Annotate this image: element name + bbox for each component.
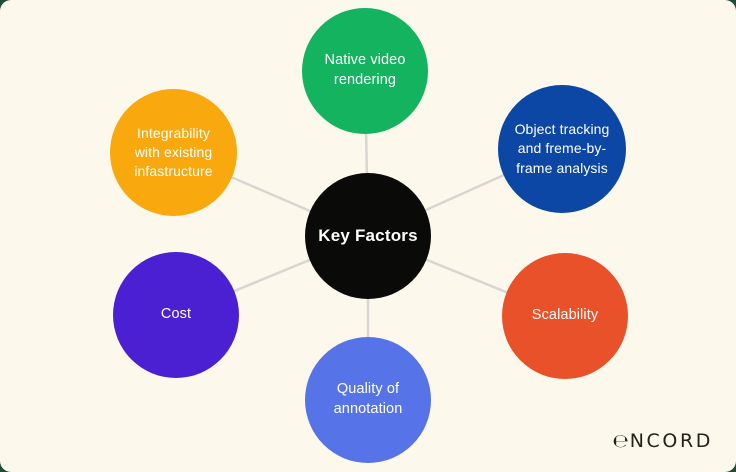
node-scalability: Scalability [502,253,628,379]
center-label: Key Factors [318,226,418,246]
node-label: Cost [160,306,192,323]
encord-logo: ℮NCORD [612,430,713,451]
node-native-video-rendering: Native video rendering [302,8,428,134]
node-label: Scalability [531,307,599,324]
node-label: Object tracking and freme-by- frame anal… [514,121,610,176]
node-label: Native video rendering [324,52,406,88]
node-label: Quality of annotation [333,381,403,417]
node-object-tracking: Object tracking and freme-by- frame anal… [498,85,626,213]
node-label: Integrability with existing infastructur… [134,124,213,180]
encord-logo-e-glyph: ℮ [612,430,630,452]
node-integrability: Integrability with existing infastructur… [110,89,237,216]
node-cost: Cost [113,252,239,378]
encord-logo-text: NCORD [629,430,713,452]
node-key-factors: Key Factors [305,173,431,299]
node-quality-of-annotation: Quality of annotation [305,337,431,463]
